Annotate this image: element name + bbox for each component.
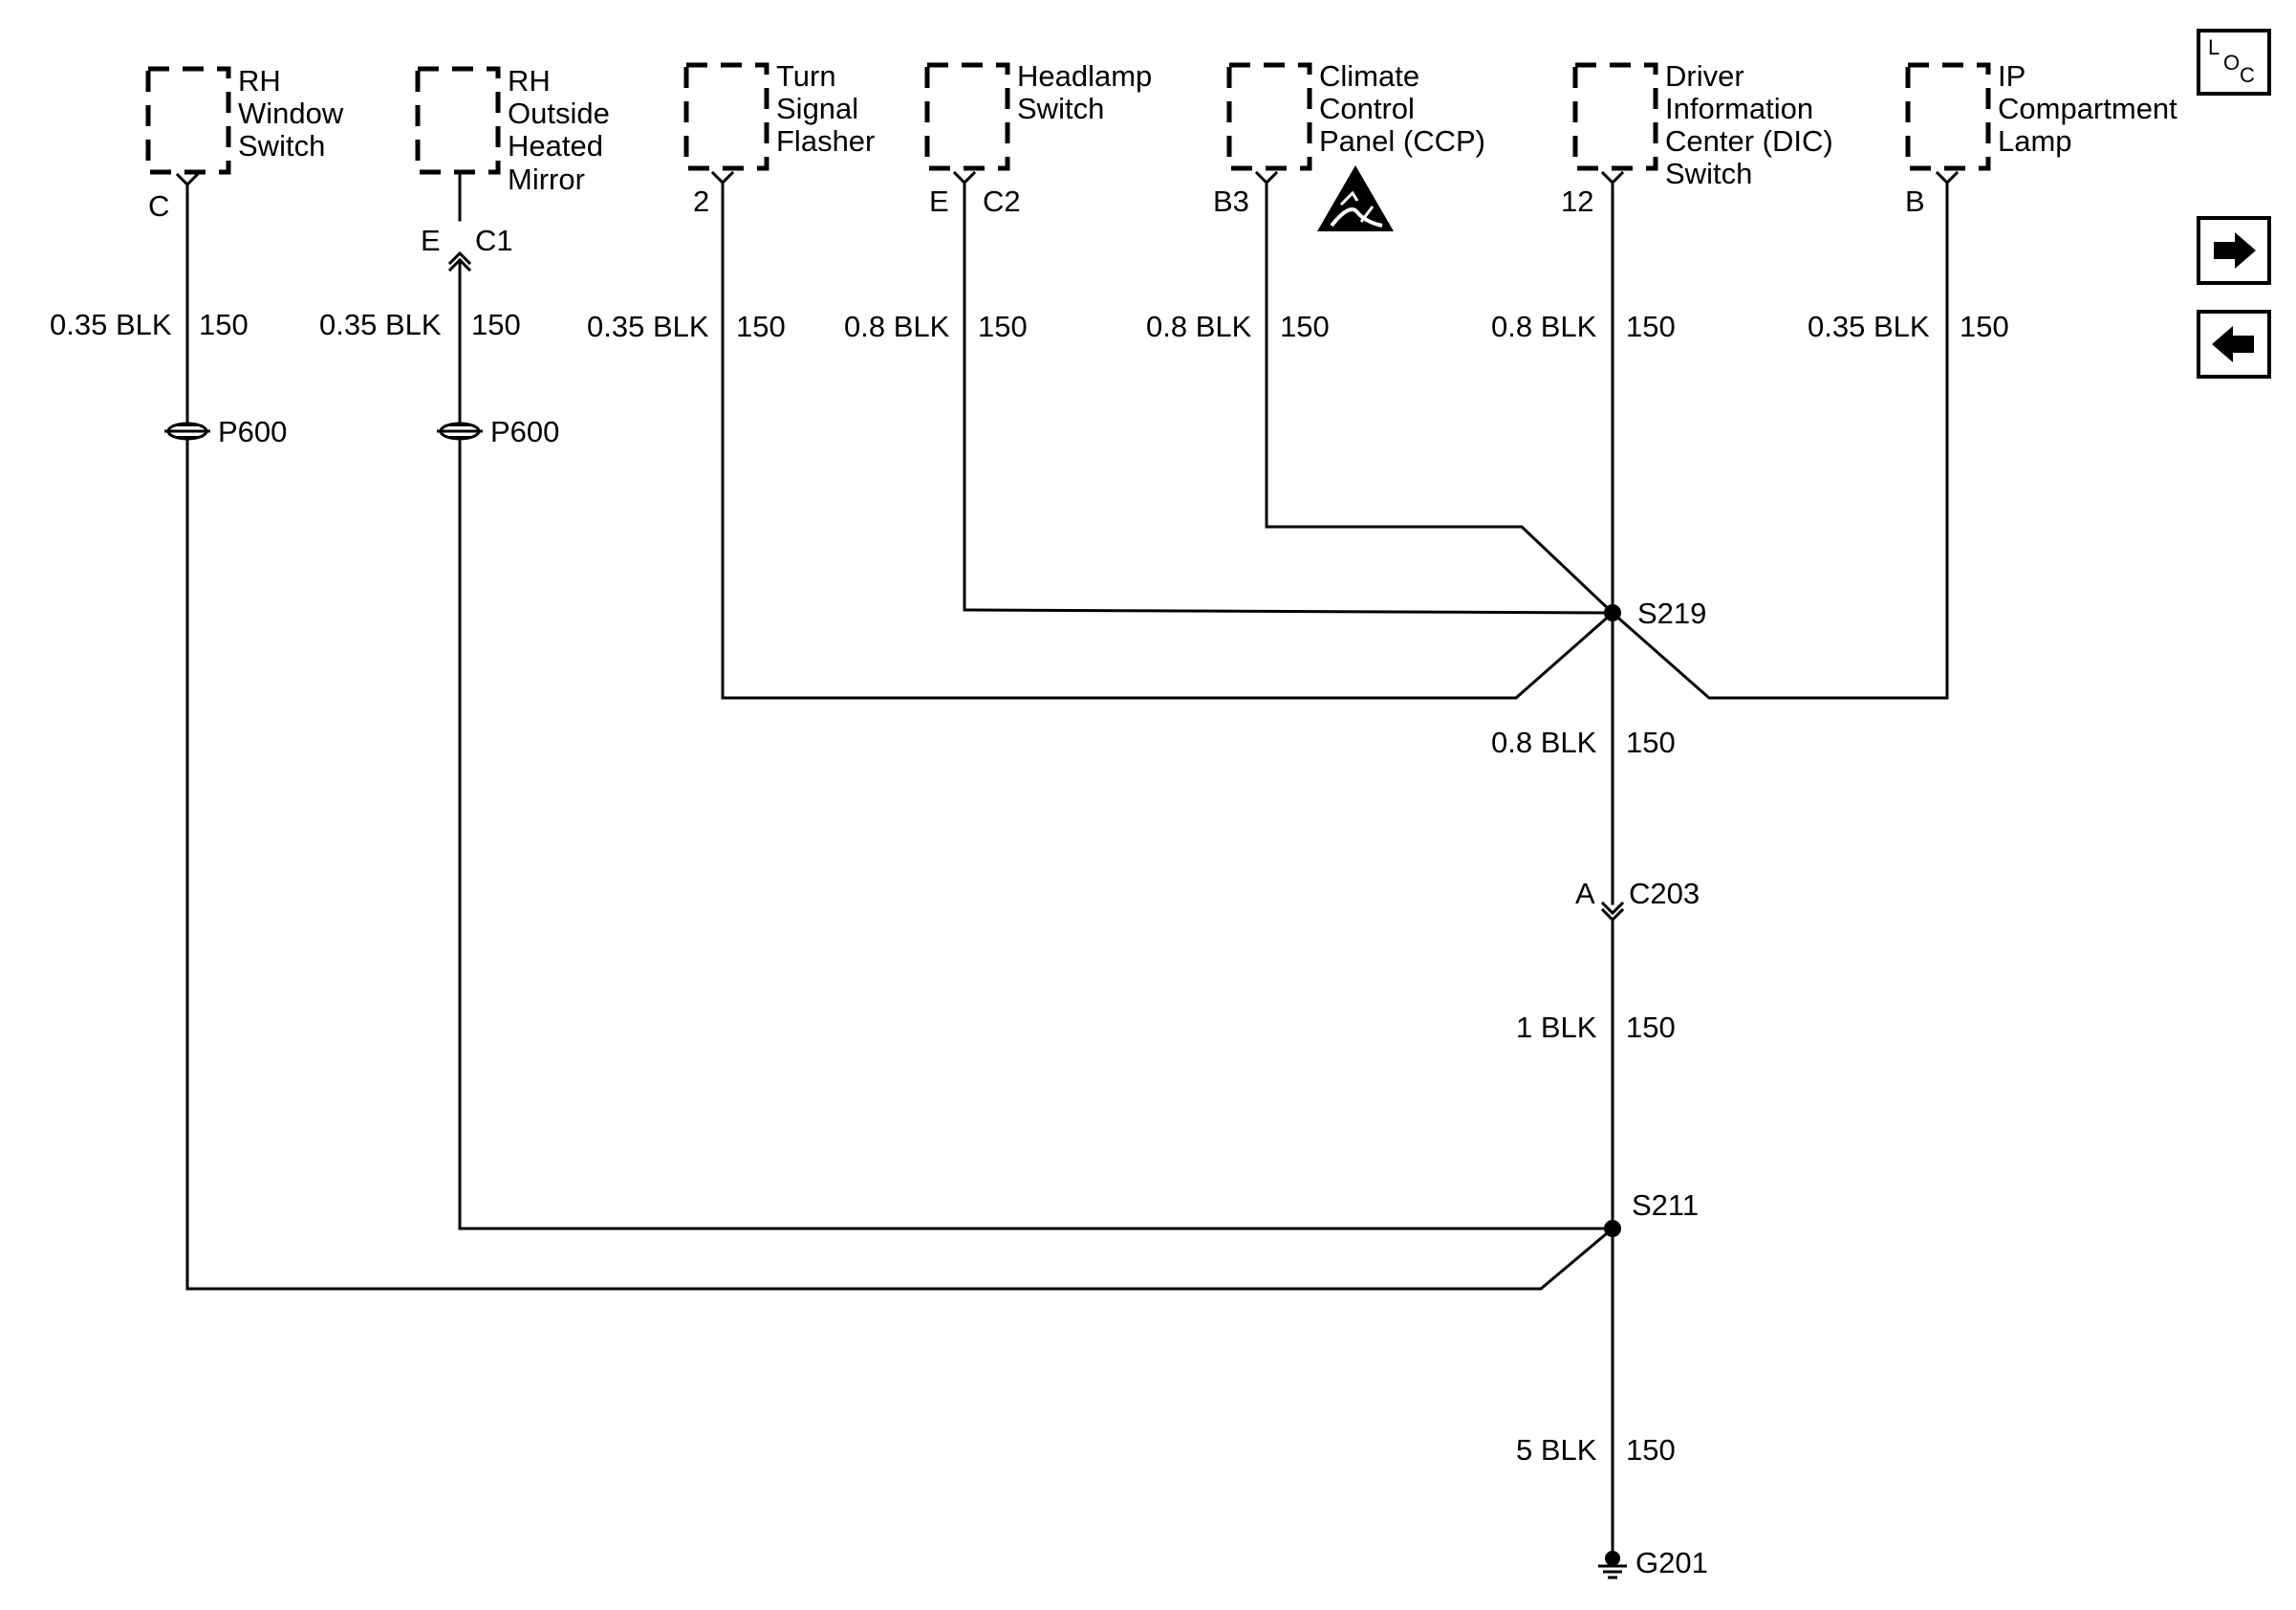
wire-circuit-label: 150: [736, 310, 786, 343]
connector-label: C1: [475, 224, 513, 257]
loc-letter: O: [2223, 51, 2240, 75]
wire-ccp-to-s219: [1265, 525, 1615, 616]
component-label: Heated: [508, 129, 603, 163]
wire-gauge-label: 5 BLK: [1516, 1433, 1597, 1467]
component-box: [415, 66, 501, 175]
component-label: Information: [1665, 92, 1813, 125]
component-label: Lamp: [1998, 124, 2072, 158]
esd-warning-icon: [1317, 165, 1394, 231]
wire-circuit-label: 150: [1626, 1011, 1676, 1044]
component-label: Switch: [1665, 157, 1752, 190]
component-label: RH: [508, 64, 551, 98]
component-box: [1572, 62, 1658, 171]
back-button[interactable]: [2197, 310, 2271, 379]
pin-label: C: [148, 189, 169, 223]
loc-button[interactable]: L O C: [2197, 29, 2271, 96]
component-climate-control-panel: Climate Control Panel (CCP): [1226, 59, 1485, 171]
component-box: [1905, 62, 1991, 171]
wire-flasher-to-s219: [721, 610, 1615, 700]
component-label: Window: [238, 97, 344, 130]
connector-c1-symbol: [447, 250, 472, 266]
wire-circuit-label: 150: [1626, 726, 1676, 759]
ground-label: G201: [1635, 1546, 1708, 1579]
component-label: Outside: [508, 97, 610, 130]
pin-label: B3: [1213, 185, 1249, 218]
loc-letter: L: [2208, 35, 2220, 59]
wire-gauge-label: 0.8 BLK: [1491, 726, 1597, 759]
wire-circuit-label: 150: [1626, 1433, 1676, 1467]
passthrough-p600-left: [164, 422, 210, 441]
splice-dot: [1604, 1220, 1621, 1237]
wire-circuit-label: 150: [199, 308, 249, 341]
pin-label: B: [1905, 185, 1925, 218]
wire-circuit-label: 150: [978, 310, 1028, 343]
passthrough-p600-right: [437, 422, 483, 441]
component-box: [683, 62, 769, 171]
pin-label: 12: [1561, 185, 1593, 218]
component-headlamp-switch: Headlamp Switch: [924, 59, 1152, 171]
component-label: Flasher: [776, 124, 875, 158]
component-label: Switch: [238, 129, 325, 163]
component-rh-outside-heated-mirror: RH Outside Heated Mirror: [415, 64, 610, 196]
wire-ip-lamp-to-s219: [1610, 610, 1949, 700]
wire-circuit-label: 150: [1960, 310, 2009, 343]
wire-headlamp-to-s219: [963, 608, 1614, 615]
component-label: Mirror: [508, 163, 585, 196]
right-arrow-icon: [2214, 232, 2256, 269]
connector-label: C2: [983, 185, 1021, 218]
wire-circuit-label: 150: [471, 308, 521, 341]
wire-gauge-label: 0.35 BLK: [587, 310, 709, 343]
wire-gauge-label: 0.8 BLK: [844, 310, 950, 343]
wire-gauge-label: 0.35 BLK: [319, 308, 442, 341]
component-rh-window-switch: RH Window Switch: [145, 64, 344, 175]
pin-label: E: [929, 185, 949, 218]
component-label: Control: [1319, 92, 1415, 125]
wire-gauge-label: 1 BLK: [1516, 1011, 1597, 1044]
wire-circuit-label: 150: [1626, 310, 1676, 343]
component-label: Panel (CCP): [1319, 124, 1485, 158]
wire-rh-window-to-s211: [185, 1226, 1615, 1291]
component-label: Climate: [1319, 59, 1419, 93]
left-arrow-icon: [2212, 326, 2254, 362]
splice-label: S211: [1632, 1188, 1699, 1222]
splice-dot: [1604, 604, 1621, 621]
wire-gauge-label: 0.35 BLK: [50, 308, 172, 341]
forward-button[interactable]: [2197, 216, 2271, 285]
passthrough-label: P600: [218, 415, 287, 448]
component-ip-compartment-lamp: IP Compartment Lamp: [1905, 59, 2177, 171]
component-label: Compartment: [1998, 92, 2177, 125]
connector-label: C203: [1629, 877, 1700, 910]
connector-c203-symbol: [1600, 901, 1625, 916]
wire-circuit-label: 150: [1280, 310, 1330, 343]
pin-label: E: [421, 224, 441, 257]
pin-label: 2: [693, 185, 709, 218]
component-label: Center (DIC): [1665, 124, 1833, 158]
splice-label: S219: [1637, 597, 1706, 630]
component-box: [1226, 62, 1312, 171]
component-dic-switch: Driver Information Center (DIC) Switch: [1572, 59, 1833, 190]
component-label: RH: [238, 64, 281, 98]
component-label: Switch: [1017, 92, 1104, 125]
component-turn-signal-flasher: Turn Signal Flasher: [683, 59, 875, 171]
wires: [185, 170, 1949, 1564]
component-box: [145, 66, 231, 175]
connector-pin-label: A: [1575, 877, 1595, 910]
component-label: Driver: [1665, 59, 1744, 93]
component-label: IP: [1998, 59, 2025, 93]
component-label: Signal: [776, 92, 858, 125]
wire-gauge-label: 0.35 BLK: [1808, 310, 1930, 343]
wire-gauge-label: 0.8 BLK: [1491, 310, 1597, 343]
loc-letter: C: [2240, 63, 2255, 87]
wire-gauge-label: 0.8 BLK: [1146, 310, 1252, 343]
component-label: Turn: [776, 59, 836, 93]
passthrough-label: P600: [490, 415, 559, 448]
ground-icon: [1598, 1551, 1627, 1579]
component-box: [924, 62, 1010, 171]
component-label: Headlamp: [1017, 59, 1152, 93]
